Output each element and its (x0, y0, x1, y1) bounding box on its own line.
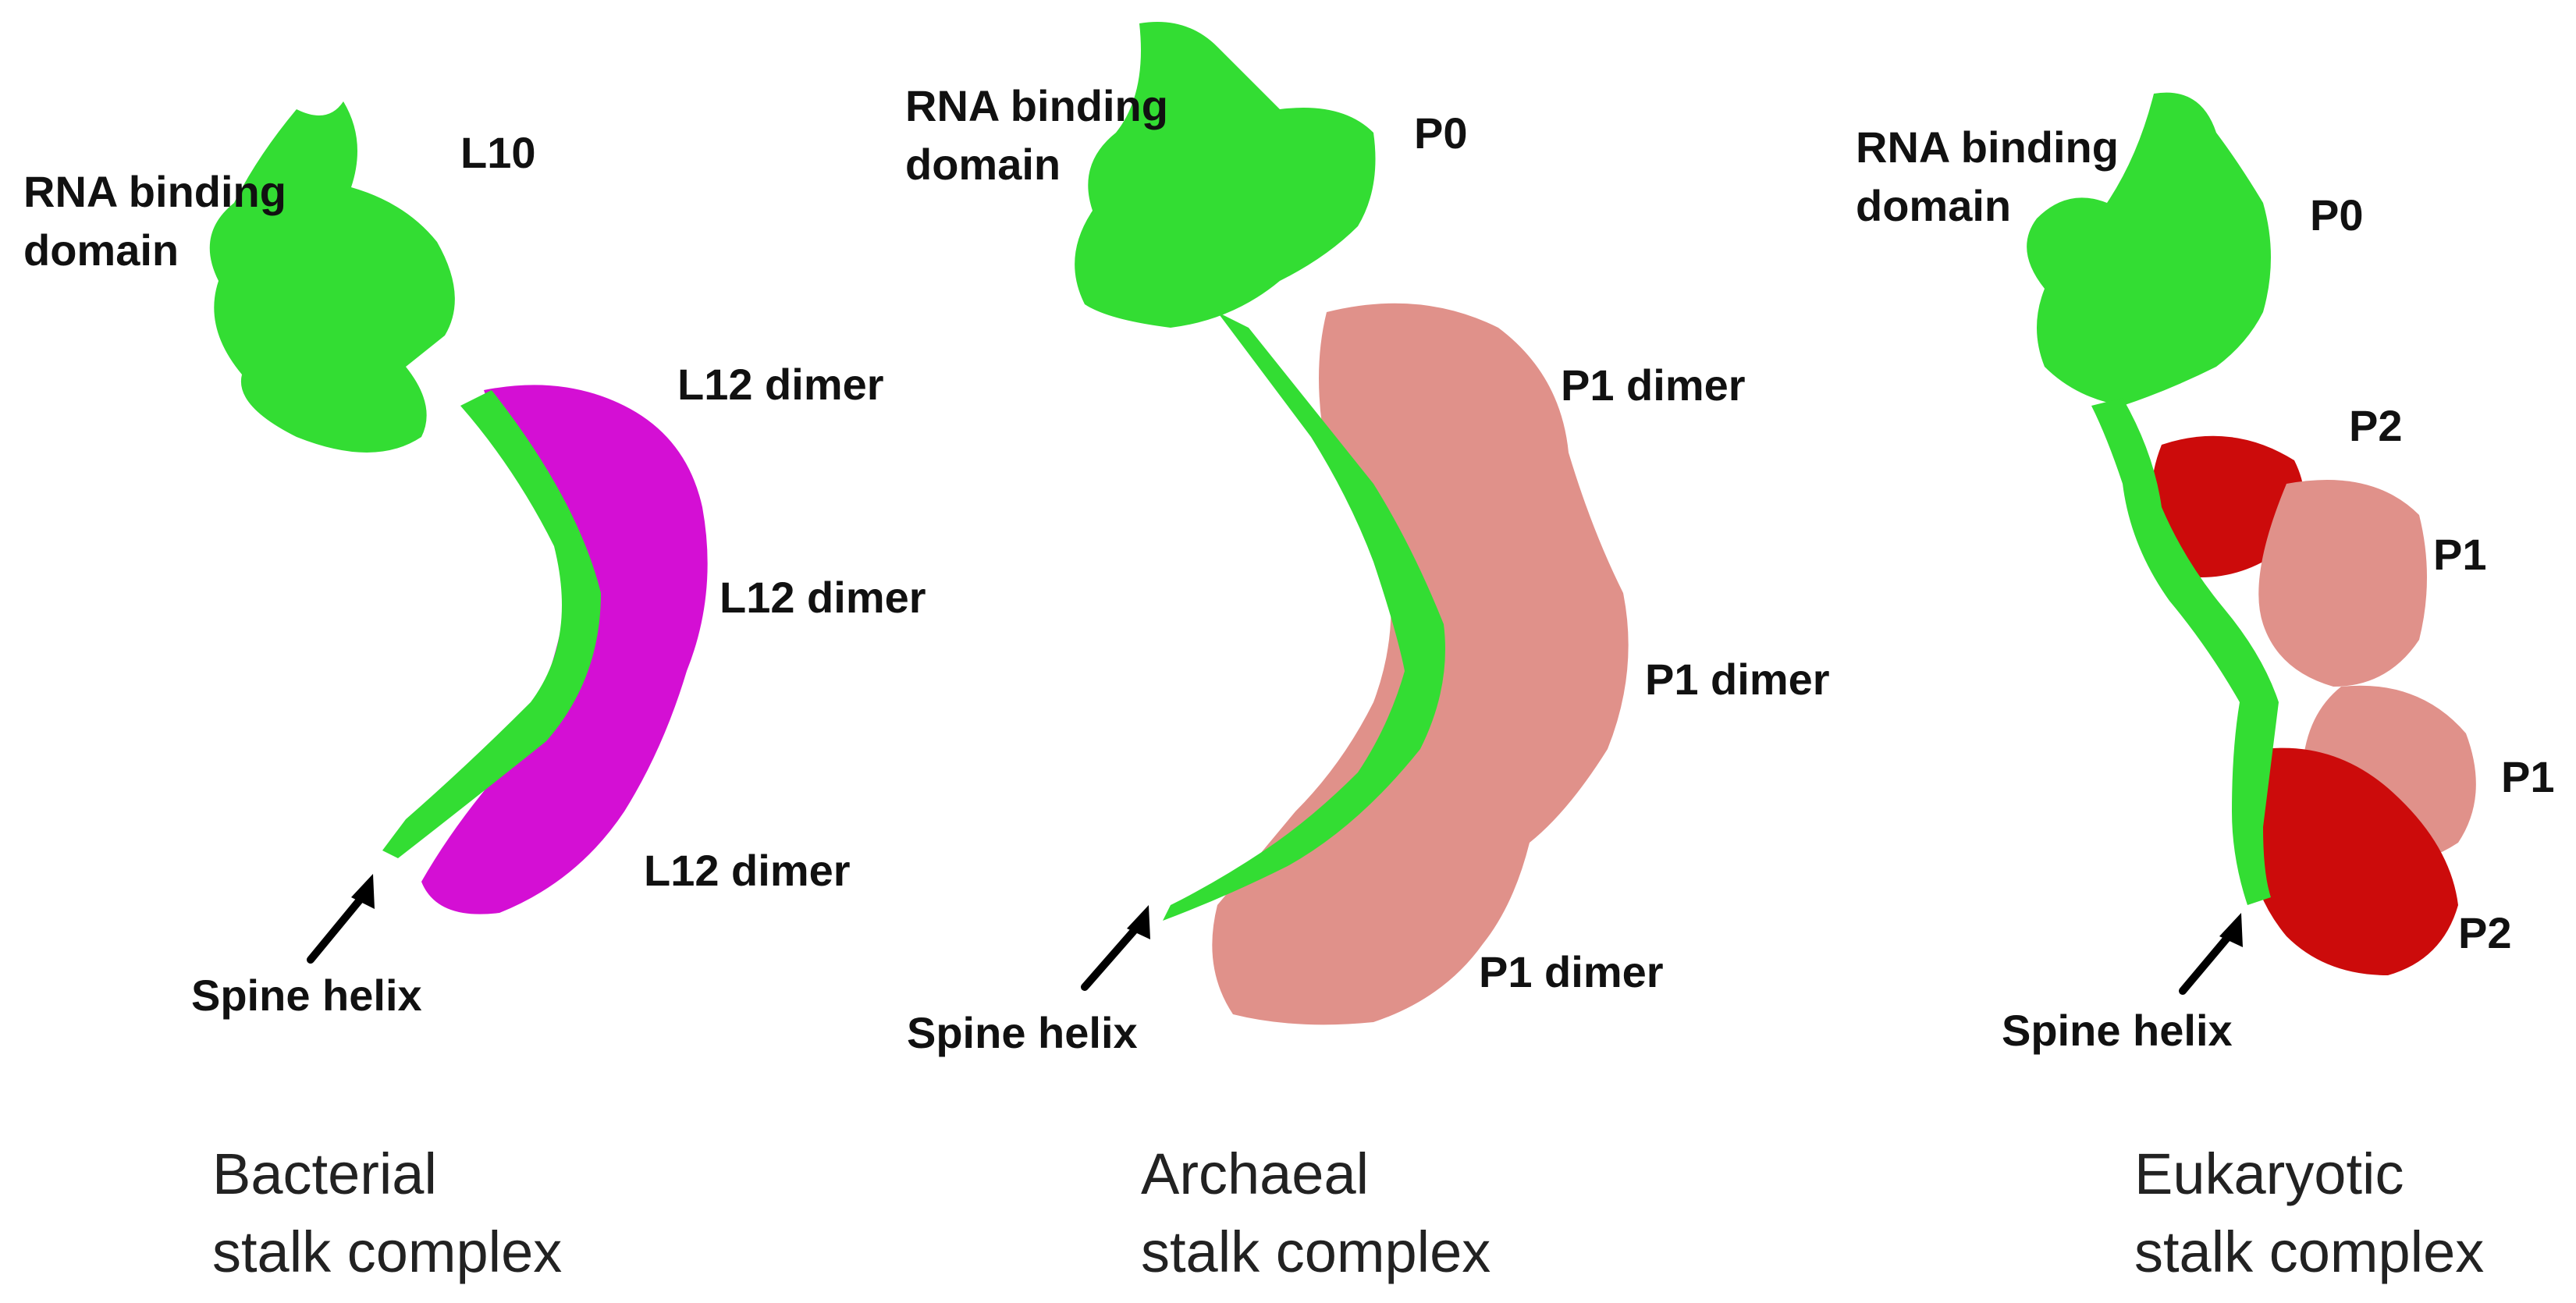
eukaryotic-spine-label: Spine helix (2002, 1006, 2233, 1055)
bacterial-dimer-label-1: L12 dimer (677, 360, 884, 409)
archaeal-panel: RNA binding domain P0 P1 dimer P1 dimer … (905, 22, 1830, 1284)
eukaryotic-caption-line1: Eukaryotic (2134, 1141, 2404, 1206)
archaeal-p0-label: P0 (1414, 108, 1468, 158)
eukaryotic-rna-label-line2: domain (1856, 181, 2011, 230)
bacterial-rna-label-line2: domain (23, 225, 179, 275)
eukaryotic-p2-bottom-label: P2 (2458, 908, 2512, 957)
archaeal-caption-line2: stalk complex (1141, 1220, 1491, 1284)
bacterial-spine-label: Spine helix (191, 971, 422, 1020)
bacterial-dimer-label-3: L12 dimer (644, 846, 851, 895)
eukaryotic-p0-structure (2027, 92, 2271, 407)
eukaryotic-p1-lower-label: P1 (2501, 752, 2555, 801)
archaeal-rna-label-line1: RNA binding (905, 81, 1168, 130)
eukaryotic-caption-line2: stalk complex (2134, 1220, 2484, 1284)
bacterial-l10-label: L10 (460, 128, 536, 177)
eukaryotic-p0-label: P0 (2310, 190, 2364, 240)
archaeal-caption-line1: Archaeal (1141, 1141, 1369, 1206)
archaeal-dimer-label-2: P1 dimer (1645, 655, 1830, 704)
eukaryotic-p2-top-label: P2 (2349, 401, 2403, 450)
archaeal-dimer-label-1: P1 dimer (1561, 360, 1746, 410)
archaeal-spine-label: Spine helix (907, 1008, 1138, 1057)
archaeal-spine-helix (1163, 312, 1445, 921)
eukaryotic-p2-lower (2247, 747, 2458, 975)
bacterial-l10-structure (209, 101, 455, 453)
bacterial-caption-line2: stalk complex (212, 1220, 562, 1284)
eukaryotic-panel: RNA binding domain P0 P2 P1 P1 P2 Spine … (1856, 92, 2555, 1284)
eukaryotic-rna-label-line1: RNA binding (1856, 122, 2119, 172)
eukaryotic-p2-upper (2151, 435, 2304, 577)
archaeal-arrow (1081, 905, 1150, 991)
bacterial-panel: RNA binding domain L10 L12 dimer L12 dim… (23, 101, 926, 1284)
archaeal-dimer-label-3: P1 dimer (1479, 947, 1664, 996)
bacterial-arrow (307, 874, 375, 964)
eukaryotic-arrow (2179, 913, 2243, 995)
archaeal-p0-structure (1075, 22, 1376, 328)
bacterial-rna-label-line1: RNA binding (23, 167, 286, 216)
bacterial-caption-line1: Bacterial (212, 1141, 437, 1206)
eukaryotic-p1-upper (2258, 480, 2427, 687)
eukaryotic-spine-helix (2091, 398, 2279, 905)
bacterial-dimer-label-2: L12 dimer (720, 573, 926, 622)
eukaryotic-p1-upper-label: P1 (2433, 530, 2487, 579)
bacterial-spine-helix (382, 390, 601, 858)
archaeal-rna-label-line2: domain (905, 140, 1061, 189)
